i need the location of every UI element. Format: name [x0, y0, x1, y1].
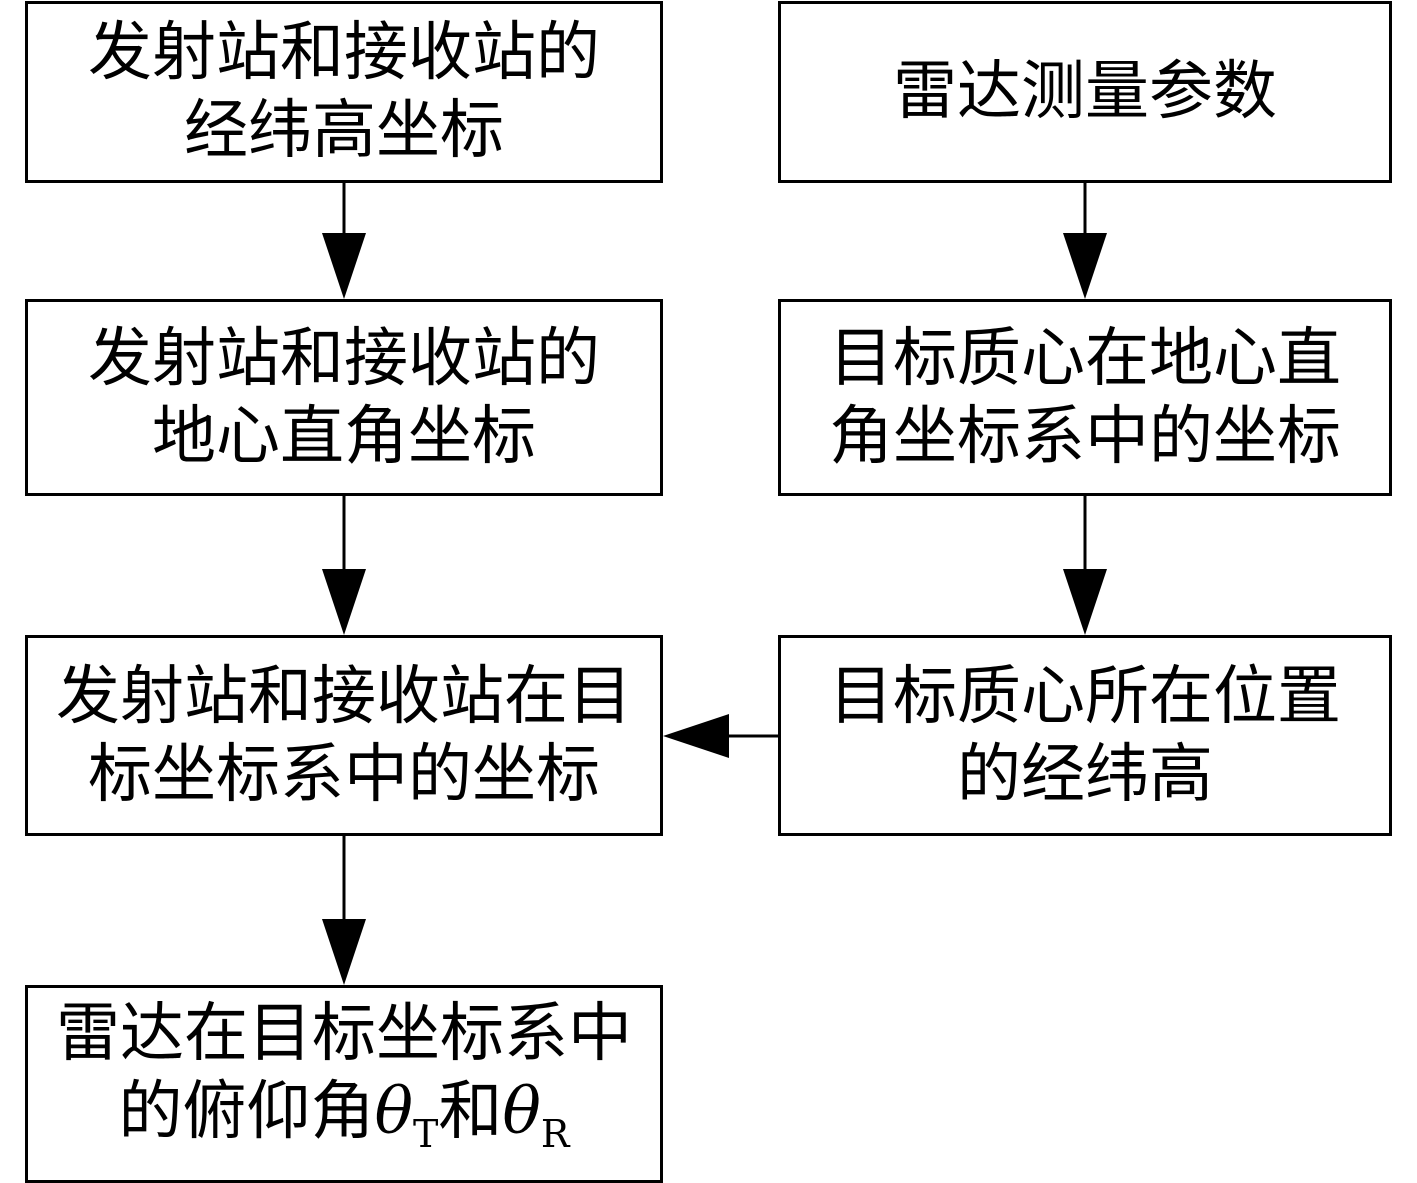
arrow-ecef-to-target-frame — [322, 496, 366, 635]
box-station-geo-coords-text: 发射站和接收站的 经纬高坐标 — [88, 16, 600, 168]
box-radar-measurement-params: 雷达测量参数 — [778, 1, 1392, 183]
box-target-ecef-coords: 目标质心在地心直 角坐标系中的坐标 — [778, 299, 1392, 496]
arrow-params-to-target-ecef — [1063, 183, 1107, 299]
box-station-ecef-coords-text: 发射站和接收站的 地心直角坐标 — [88, 321, 600, 474]
subscript-t: T — [413, 1112, 439, 1156]
box-target-ecef-coords-text: 目标质心在地心直 角坐标系中的坐标 — [829, 321, 1341, 474]
box-radar-elevation-angles: 雷达在目标坐标系中 的俯仰角θT和θR — [25, 985, 663, 1183]
theta-symbol-t: θ — [374, 1075, 413, 1149]
arrow-target-frame-to-elevation — [322, 836, 366, 985]
box-radar-measurement-params-text: 雷达测量参数 — [893, 55, 1277, 129]
box-target-geo-position-text: 目标质心所在位置 的经纬高 — [829, 659, 1341, 812]
subscript-r: R — [540, 1112, 570, 1156]
box-target-geo-position: 目标质心所在位置 的经纬高 — [778, 635, 1392, 836]
box-station-ecef-coords: 发射站和接收站的 地心直角坐标 — [25, 299, 663, 496]
arrow-target-geo-to-station-target-frame — [663, 714, 778, 758]
elevation-line2: 的俯仰角θT和θR — [118, 1075, 570, 1156]
box-station-target-frame-coords: 发射站和接收站在目 标坐标系中的坐标 — [25, 635, 663, 836]
box-station-geo-coords: 发射站和接收站的 经纬高坐标 — [25, 1, 663, 183]
arrow-target-ecef-to-geo — [1063, 496, 1107, 635]
theta-symbol-r: θ — [502, 1075, 541, 1149]
box-station-target-frame-coords-text: 发射站和接收站在目 标坐标系中的坐标 — [56, 659, 632, 812]
box-radar-elevation-angles-text: 雷达在目标坐标系中 的俯仰角θT和θR — [56, 995, 632, 1173]
arrow-geo-to-ecef — [322, 183, 366, 299]
